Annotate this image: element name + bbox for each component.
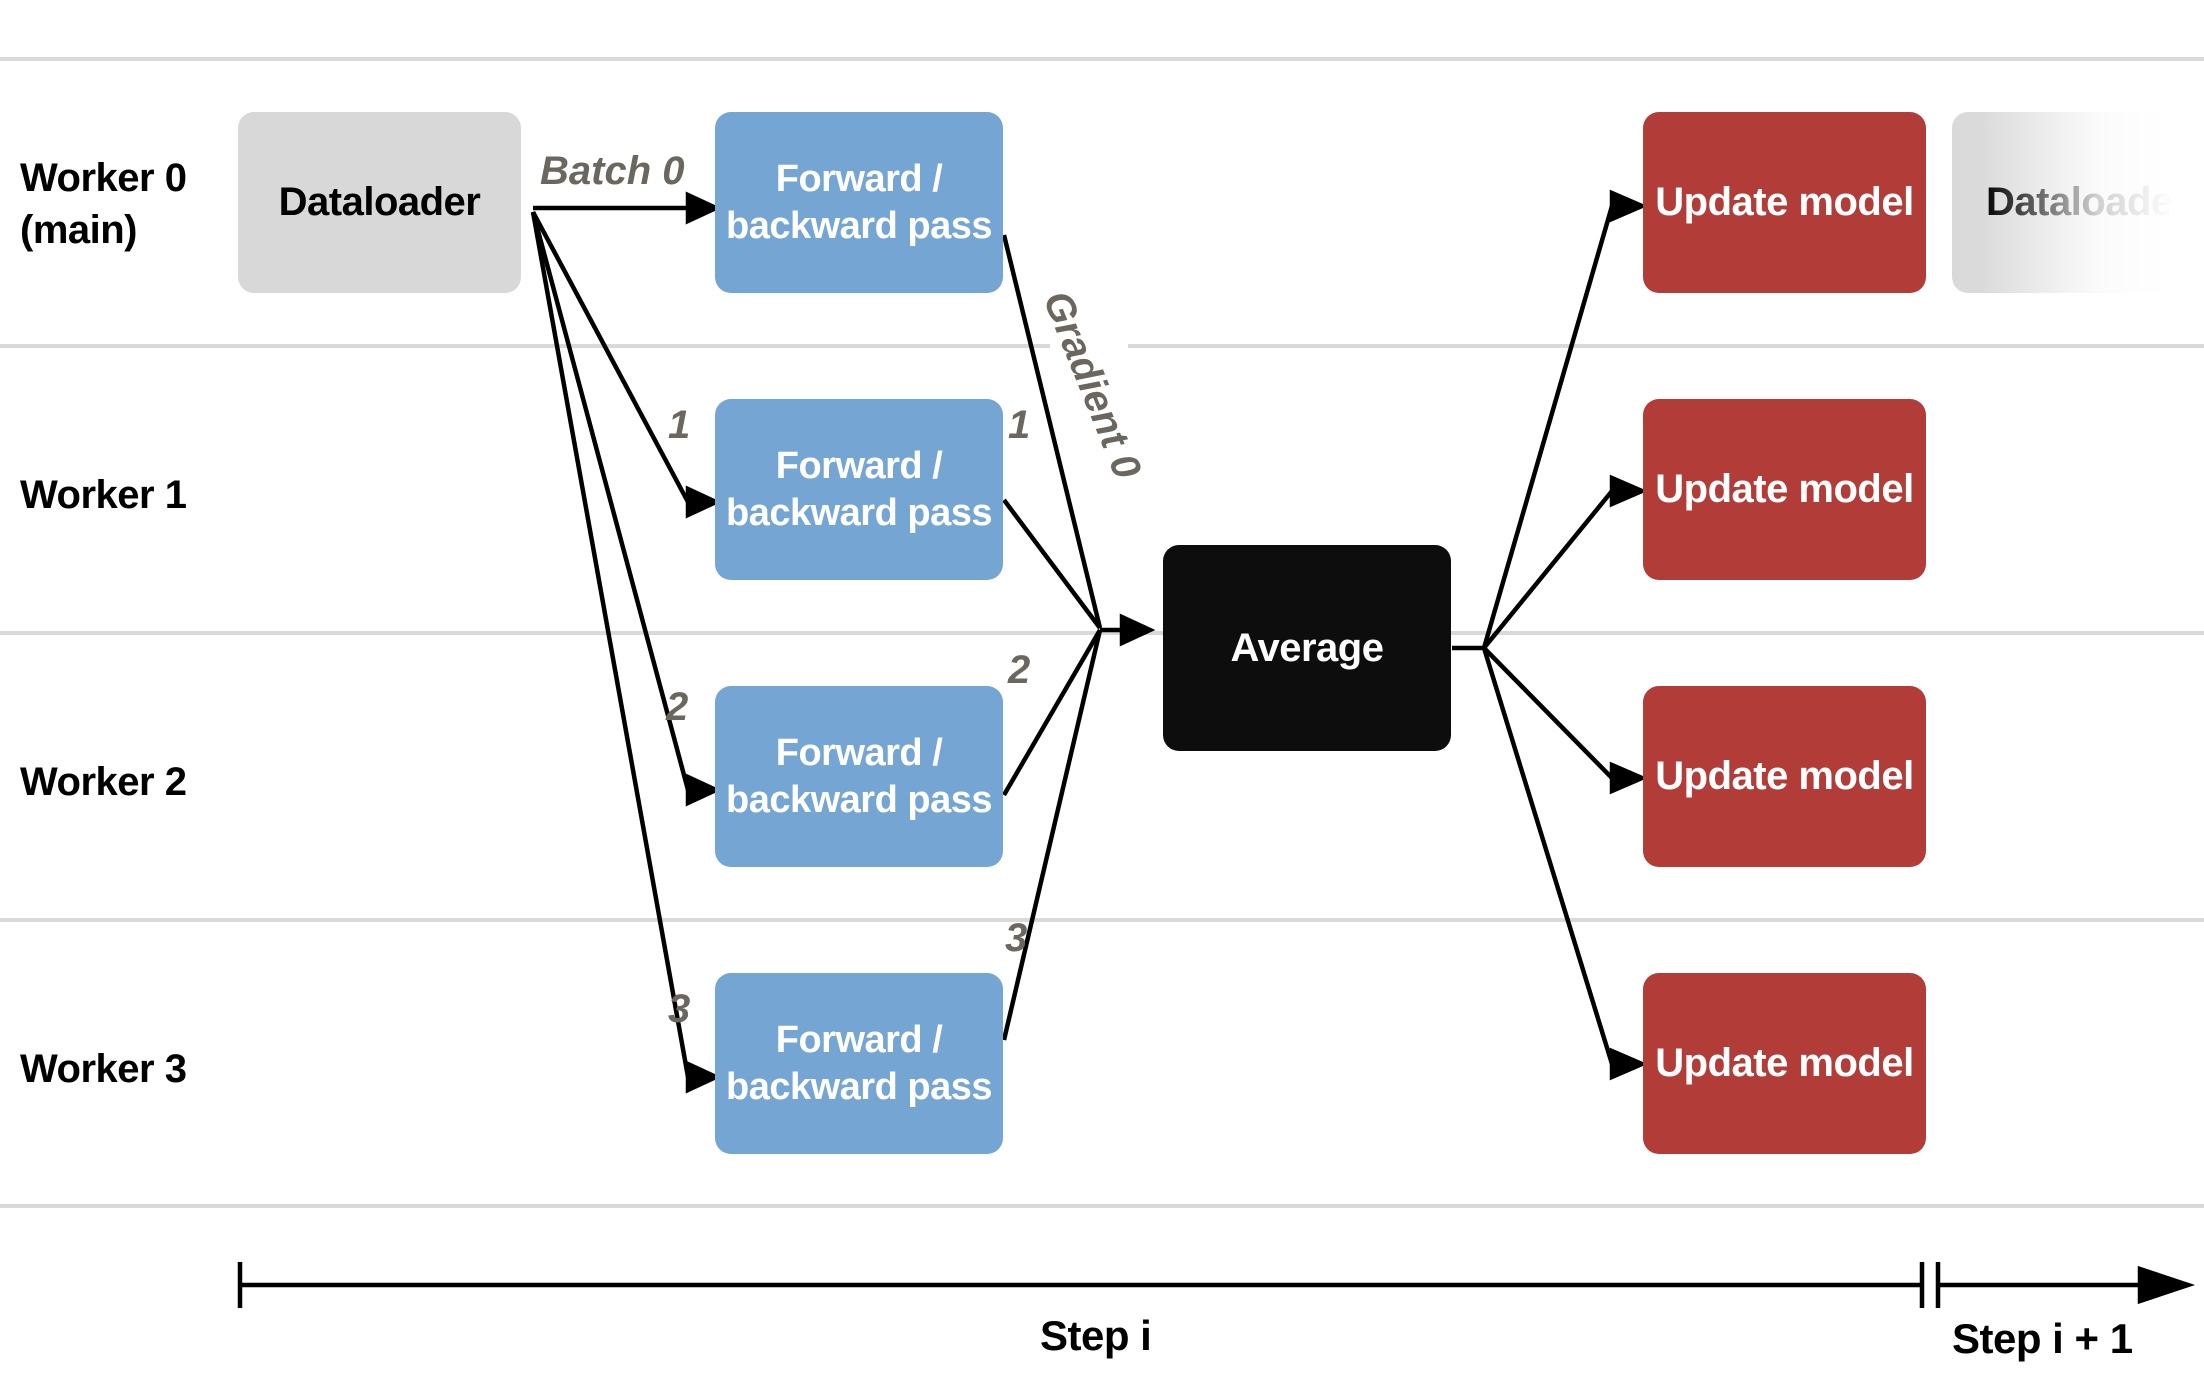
step-i-plus-1-label: Step i + 1 [1952,1315,2133,1362]
dataloader-next-fade-overlay [1952,112,2204,293]
arrow-average-in-head [1119,613,1156,647]
arrow-gradient3-line [1001,629,1103,1041]
update-model-box-1: Update model [1643,399,1926,580]
forward-backward-box-0-line2: backward pass [726,204,992,247]
average-fanout-arrows [1452,189,1648,1081]
update-model-box-2: Update model [1643,686,1926,867]
arrow-batch1-line [531,210,690,504]
forward-backward-box-0-line1: Forward / [775,158,943,201]
gradient-fanin-arrows [1001,234,1156,1041]
arrow-batch3-line [530,211,691,1078]
forward-backward-box-2-line2: backward pass [726,778,992,821]
timeline [237,1262,2196,1308]
dataloader-fanout-arrows [530,191,722,1094]
arrow-gradient0-line [1001,234,1103,629]
arrow-update1-line [1482,489,1614,650]
forward-backward-box-0: Forward / backward pass [715,112,1003,293]
batch-0-label: Batch 0 [540,149,685,193]
dataloader-next-box: Dataloader [1952,112,2204,293]
arrow-update3-line [1481,647,1615,1065]
gradient-3-label: 3 [1005,916,1028,960]
worker-2-label: Worker 2 [20,760,187,804]
batch-3-label: 3 [668,987,691,1031]
batch-1-label: 1 [668,403,691,447]
forward-backward-box-2-line1: Forward / [775,732,943,775]
arrow-batch0-head [685,191,722,225]
average-box: Average [1163,545,1451,751]
gradient-1-label: 1 [1008,403,1031,447]
arrow-batch3-head [685,1060,722,1094]
arrow-update1-head [1609,474,1648,508]
arrow-update2-head [1609,761,1648,795]
worker-3-label: Worker 3 [20,1047,187,1091]
arrow-update2-line [1482,646,1614,780]
arrow-update0-line [1481,205,1615,649]
update-model-box-0: Update model [1643,112,1926,293]
arrow-update0-head [1609,189,1648,223]
forward-backward-box-2: Forward / backward pass [715,686,1003,867]
worker-0-label-line2: (main) [20,208,138,252]
forward-backward-box-1-line2: backward pass [726,491,992,534]
update-model-box-3: Update model [1643,973,1926,1154]
forward-backward-box-3-line1: Forward / [775,1019,943,1062]
arrow-update3-head [1609,1047,1648,1081]
worker-0-label-line1: Worker 0 [20,156,187,200]
arrow-batch2-line [530,211,691,791]
dataloader-box: Dataloader [238,112,521,293]
batch-2-label: 2 [666,685,689,729]
step-i-label: Step i [1040,1312,1152,1359]
forward-backward-box-1-line1: Forward / [775,445,943,488]
forward-backward-box-1: Forward / backward pass [715,399,1003,580]
row-separator-lines [0,57,2204,1208]
forward-backward-box-3-line2: backward pass [726,1065,992,1108]
arrow-gradient2-line [1002,628,1102,797]
arrow-batch2-head [685,773,722,807]
arrow-batch1-head [685,485,722,519]
worker-0-label: Worker 0 (main) [20,152,187,256]
gradient-2-label: 2 [1008,648,1031,692]
forward-backward-box-3: Forward / backward pass [715,973,1003,1154]
arrow-gradient1-line [1002,498,1102,630]
timeline-arrow-head [2137,1265,2196,1305]
worker-1-label: Worker 1 [20,473,187,517]
